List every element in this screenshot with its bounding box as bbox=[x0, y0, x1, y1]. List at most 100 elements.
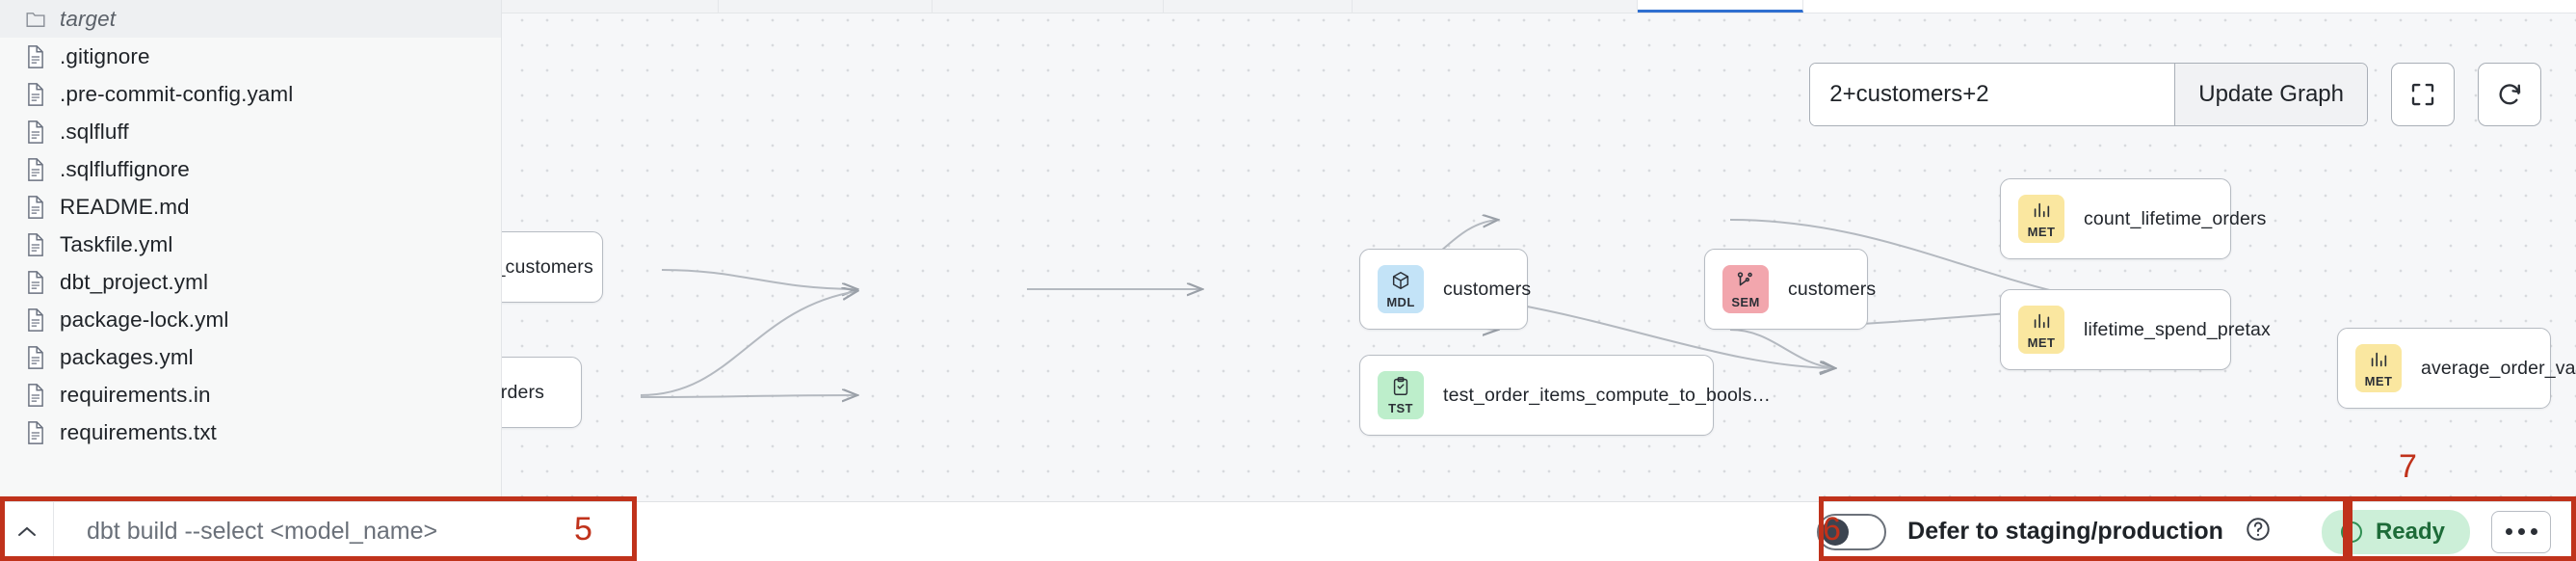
editor-tab-strip bbox=[502, 0, 2576, 13]
file-icon bbox=[25, 420, 46, 445]
node-label: orders bbox=[502, 381, 544, 403]
fullscreen-icon[interactable] bbox=[2391, 63, 2455, 126]
file-name-label: package-lock.yml bbox=[60, 307, 229, 332]
file-row[interactable]: .sqlfluffignore bbox=[0, 150, 501, 188]
file-icon bbox=[25, 383, 46, 408]
node-label: customers bbox=[1443, 278, 1532, 300]
file-name-label: Taskfile.yml bbox=[60, 231, 173, 256]
file-row[interactable]: requirements.txt bbox=[0, 414, 501, 451]
dot bbox=[2517, 528, 2525, 535]
graph-toolbar: Update Graph bbox=[1809, 63, 2541, 126]
node-type-badge: MET bbox=[2355, 344, 2402, 392]
ellipsis-icon[interactable] bbox=[2491, 510, 2551, 553]
help-circle-icon[interactable] bbox=[2245, 516, 2272, 548]
file-row[interactable]: package-lock.yml bbox=[0, 301, 501, 338]
node-label: average_order_value bbox=[2421, 357, 2576, 379]
graph-node[interactable]: tg_customers bbox=[502, 231, 603, 303]
command-bar: Defer to staging/production Ready bbox=[0, 501, 2576, 561]
graph-selector-input[interactable] bbox=[1810, 64, 2175, 125]
node-type-code: TST bbox=[1388, 401, 1413, 415]
file-name-label: requirements.txt bbox=[60, 419, 217, 444]
cube-icon bbox=[1390, 270, 1411, 295]
file-icon bbox=[25, 120, 46, 145]
file-name-label: README.md bbox=[60, 194, 190, 219]
node-type-badge: SEM bbox=[1722, 265, 1769, 313]
file-explorer-panel: target .gitignore .pre-commit-config.yam… bbox=[0, 0, 502, 501]
graph-node[interactable]: MET average_order_value bbox=[2337, 328, 2576, 409]
file-row[interactable]: README.md bbox=[0, 188, 501, 226]
file-row[interactable]: .pre-commit-config.yaml bbox=[0, 75, 501, 113]
file-name-label: .sqlfluff bbox=[60, 119, 129, 144]
node-type-code: MET bbox=[2027, 225, 2056, 239]
dbt-command-input[interactable] bbox=[54, 518, 593, 546]
file-icon bbox=[25, 195, 46, 220]
file-row[interactable]: Taskfile.yml bbox=[0, 226, 501, 263]
semantic-icon bbox=[1735, 270, 1756, 295]
tab-segment[interactable] bbox=[1164, 0, 1353, 13]
file-icon bbox=[25, 157, 46, 182]
file-name-label: .pre-commit-config.yaml bbox=[60, 81, 294, 106]
tab-segment[interactable] bbox=[502, 0, 719, 13]
node-type-badge: MET bbox=[2018, 306, 2064, 354]
node-type-badge: TST bbox=[1378, 371, 1424, 419]
defer-group: Defer to staging/production bbox=[1817, 513, 2297, 550]
chevron-up-icon[interactable] bbox=[0, 502, 54, 561]
graph-node[interactable]: MDL customers bbox=[1359, 249, 1532, 330]
toggle-knob bbox=[1822, 518, 1850, 546]
graph-canvas[interactable]: tg_customersorders MDL customers TST test_… bbox=[502, 0, 2576, 501]
file-icon bbox=[25, 82, 46, 107]
file-row[interactable]: target bbox=[0, 0, 501, 38]
tab-segment-active[interactable] bbox=[1638, 0, 1803, 13]
node-type-code: MET bbox=[2027, 335, 2056, 350]
graph-node[interactable]: MET count_lifetime_orders bbox=[2000, 178, 2266, 259]
file-icon bbox=[25, 307, 46, 333]
defer-toggle[interactable] bbox=[1817, 513, 1887, 550]
file-icon bbox=[25, 44, 46, 69]
status-badge[interactable]: Ready bbox=[2321, 509, 2470, 554]
bars-icon bbox=[2031, 310, 2052, 335]
file-row[interactable]: requirements.in bbox=[0, 376, 501, 414]
file-icon bbox=[25, 345, 46, 370]
file-name-label: .gitignore bbox=[60, 43, 150, 68]
file-name-label: dbt_project.yml bbox=[60, 269, 209, 294]
clipboard-icon bbox=[1390, 376, 1411, 401]
node-type-code: SEM bbox=[1731, 295, 1760, 309]
graph-node[interactable]: MET lifetime_spend_pretax bbox=[2000, 289, 2271, 370]
graph-node[interactable]: TST test_order_items_compute_to_bools… bbox=[1359, 355, 1771, 436]
file-row[interactable]: .sqlfluff bbox=[0, 113, 501, 150]
bars-icon bbox=[2031, 200, 2052, 225]
tab-segment[interactable] bbox=[1353, 0, 1638, 13]
file-icon bbox=[25, 270, 46, 295]
lineage-graph-pane: tg_customersorders MDL customers TST test_… bbox=[502, 0, 2576, 501]
node-label: test_order_items_compute_to_bools… bbox=[1443, 384, 1772, 406]
graph-selector-group: Update Graph bbox=[1809, 63, 2368, 126]
file-name-label: requirements.in bbox=[60, 382, 211, 407]
file-icon bbox=[25, 232, 46, 257]
folder-icon bbox=[25, 7, 46, 32]
dot bbox=[2505, 528, 2512, 535]
status-ring-icon bbox=[2340, 521, 2362, 543]
node-label: count_lifetime_orders bbox=[2084, 207, 2267, 229]
graph-node[interactable]: orders bbox=[502, 357, 582, 428]
node-type-badge: MET bbox=[2018, 195, 2064, 243]
file-list: target .gitignore .pre-commit-config.yam… bbox=[0, 0, 501, 451]
graph-node[interactable]: SEM customers bbox=[1704, 249, 1876, 330]
file-name-label: packages.yml bbox=[60, 344, 194, 369]
file-row[interactable]: dbt_project.yml bbox=[0, 263, 501, 301]
node-label: tg_customers bbox=[502, 255, 593, 278]
tab-segment[interactable] bbox=[933, 0, 1164, 13]
node-label: customers bbox=[1788, 278, 1877, 300]
dot bbox=[2530, 528, 2537, 535]
file-name-label: target bbox=[60, 6, 117, 31]
node-label: lifetime_spend_pretax bbox=[2084, 318, 2271, 340]
node-type-code: MET bbox=[2364, 374, 2393, 388]
file-name-label: .sqlfluffignore bbox=[60, 156, 190, 181]
tab-segment[interactable] bbox=[719, 0, 933, 13]
update-graph-button[interactable]: Update Graph bbox=[2174, 64, 2367, 125]
refresh-icon[interactable] bbox=[2478, 63, 2541, 126]
file-row[interactable]: .gitignore bbox=[0, 38, 501, 75]
node-type-badge: MDL bbox=[1378, 265, 1424, 313]
file-row[interactable]: packages.yml bbox=[0, 338, 501, 376]
status-label: Ready bbox=[2375, 518, 2445, 545]
